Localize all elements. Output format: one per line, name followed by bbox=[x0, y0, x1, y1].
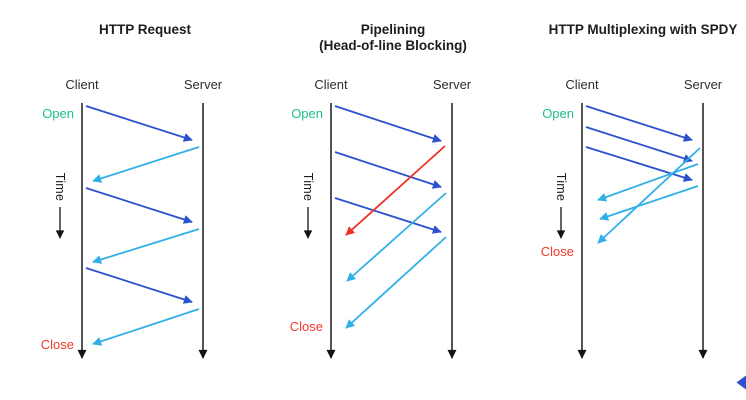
request-arrow bbox=[334, 105, 442, 143]
response-arrow bbox=[597, 163, 699, 202]
request-arrow bbox=[585, 146, 693, 182]
request-arrow bbox=[585, 126, 693, 163]
request-arrow bbox=[85, 267, 193, 304]
panel-pipelining: Pipelining(Head-of-line Blocking) Client S… bbox=[290, 22, 472, 359]
open-label: Open bbox=[542, 106, 574, 121]
panel-title-line: HTTP Multiplexing with SPDY bbox=[549, 22, 738, 37]
blocked-response-arrow bbox=[345, 145, 446, 236]
request-arrow bbox=[85, 187, 193, 224]
time-label: Time bbox=[301, 173, 315, 202]
client-label: Client bbox=[565, 77, 599, 92]
corner-left-arrow-icon[interactable] bbox=[736, 375, 746, 390]
request-arrow bbox=[585, 105, 693, 142]
request-arrow bbox=[85, 105, 193, 142]
time-label: Time bbox=[53, 173, 67, 202]
close-label: Close bbox=[541, 244, 574, 259]
request-arrow bbox=[334, 197, 442, 234]
server-label: Server bbox=[184, 77, 223, 92]
response-arrow bbox=[599, 185, 699, 221]
close-label: Close bbox=[41, 337, 74, 352]
request-arrow bbox=[334, 151, 442, 189]
open-label: Open bbox=[42, 106, 74, 121]
panel-title-line: Pipelining bbox=[361, 22, 426, 37]
panel-spdy-multiplexing: HTTP Multiplexing with SPDY Client ServerO… bbox=[541, 22, 738, 359]
response-arrow bbox=[597, 147, 701, 244]
panel-title-line: (Head-of-line Blocking) bbox=[319, 38, 467, 53]
panel-title-line: HTTP Request bbox=[99, 22, 192, 37]
response-arrow bbox=[92, 228, 200, 264]
time-label: Time bbox=[554, 173, 568, 202]
response-arrow bbox=[345, 236, 447, 329]
open-label: Open bbox=[291, 106, 323, 121]
server-label: Server bbox=[433, 77, 472, 92]
client-label: Client bbox=[65, 77, 99, 92]
client-label: Client bbox=[314, 77, 348, 92]
response-arrow bbox=[346, 192, 447, 282]
response-arrow bbox=[92, 308, 200, 346]
close-label: Close bbox=[290, 319, 323, 334]
server-label: Server bbox=[684, 77, 723, 92]
response-arrow bbox=[92, 146, 200, 183]
